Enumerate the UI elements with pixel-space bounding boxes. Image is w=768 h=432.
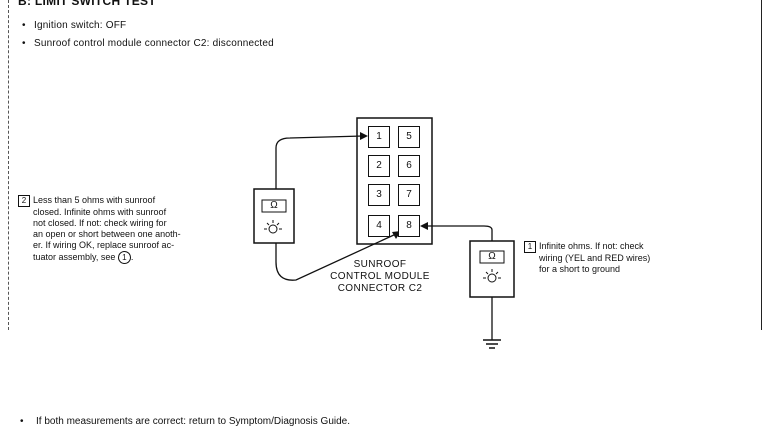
left-meter-display <box>261 199 287 213</box>
pin-2: 2 <box>368 155 390 177</box>
pin-4: 4 <box>368 215 390 237</box>
bullet-icon: • <box>22 38 26 49</box>
ground-icon <box>483 339 501 349</box>
right-meter-bulb-icon <box>483 269 501 283</box>
note-left-number: 2 <box>18 195 30 207</box>
condition-ignition: •Ignition switch: OFF <box>22 20 127 31</box>
footer-note: •If both measurements are correct: retur… <box>20 416 351 427</box>
arrow-pin8-right <box>420 222 428 230</box>
arrow-pin1 <box>360 132 368 140</box>
connector-label: SUNROOF CONTROL MODULE CONNECTOR C2 <box>330 259 430 294</box>
pin-3: 3 <box>368 184 390 206</box>
pin-6: 6 <box>398 155 420 177</box>
left-meter <box>253 188 295 244</box>
note-left-ref: 1 <box>117 251 131 264</box>
pin-7: 7 <box>398 184 420 206</box>
condition-connector: •Sunroof control module connector C2: di… <box>22 38 274 49</box>
bullet-icon: • <box>20 416 24 427</box>
right-meter-ohm-symbol: Ω <box>488 251 496 262</box>
right-meter-display <box>479 250 505 264</box>
pin-8: 8 <box>398 215 420 237</box>
pin-1: 1 <box>368 126 390 148</box>
section-title: B: LIMIT SWITCH TEST <box>18 0 156 8</box>
lead-pin8-left <box>275 233 397 281</box>
left-meter-ohm-symbol: Ω <box>270 200 278 211</box>
test-frame <box>8 0 762 330</box>
pin-5: 5 <box>398 126 420 148</box>
lead-pin8-right <box>426 225 493 241</box>
bullet-icon: • <box>22 20 26 31</box>
note-right-number: 1 <box>524 241 536 253</box>
left-meter-bulb-icon <box>264 220 282 234</box>
lead-pin1 <box>275 135 364 189</box>
